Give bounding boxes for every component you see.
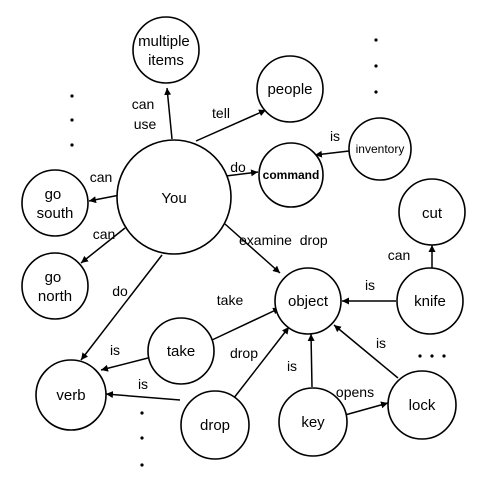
edge-label-do-verb: do: [112, 283, 128, 299]
svg-text:drop: drop: [200, 417, 230, 434]
ellipsis-dots: [70, 38, 446, 467]
edge-you-go-south: [88, 194, 121, 204]
node-verb: verb: [35, 359, 107, 431]
edge-inventory-command: [314, 150, 350, 158]
svg-text:multiple items: multiple items: [138, 33, 194, 69]
node-drop: drop: [180, 390, 250, 460]
node-inventory: inventory: [348, 117, 412, 181]
edge-drop-verb: [105, 391, 181, 401]
edge-label-do-command: do: [230, 159, 246, 175]
node-take: take: [147, 317, 215, 385]
edge-label-examine-drop: examine drop: [239, 232, 328, 248]
edge-label-can-south: can: [90, 169, 113, 185]
edge-you-verb: [80, 254, 163, 361]
edge-you-multiple-items: [164, 87, 173, 140]
edge-take-object: [211, 307, 281, 341]
ellipsis-right: [418, 354, 446, 358]
node-key: key: [278, 387, 348, 457]
edge-labels: can use tell is do can can examine drop …: [90, 96, 411, 400]
svg-text:key: key: [301, 414, 325, 431]
svg-text:command: command: [263, 168, 320, 182]
svg-text:knife: knife: [414, 293, 446, 310]
edge-take-verb: [100, 357, 149, 372]
edge-key-object: [307, 333, 315, 388]
edge-you-go-north: [80, 227, 126, 264]
edge-label-lock-is: is: [376, 335, 386, 351]
edge-label-key-is: is: [287, 358, 297, 374]
svg-text:take: take: [167, 343, 195, 360]
svg-text:lock: lock: [409, 397, 436, 414]
edge-drop-object: [229, 326, 290, 404]
edge-label-can-north: can: [93, 226, 116, 242]
edges: [80, 87, 436, 416]
node-object: object: [274, 267, 342, 335]
node-go-north: go north: [21, 252, 89, 320]
edge-you-people: [195, 109, 267, 142]
svg-text:go south: go south: [37, 186, 74, 222]
ellipsis-top-left: [70, 94, 74, 147]
edge-label-knife-can: can: [388, 247, 411, 263]
edge-label-tell: tell: [212, 105, 230, 121]
svg-text:inventory: inventory: [356, 142, 405, 156]
node-command: command: [258, 142, 324, 208]
edge-label-opens: opens: [336, 384, 374, 400]
edge-you-command: [225, 169, 259, 177]
svg-text:go north: go north: [38, 269, 72, 305]
edge-label-inventory-is: is: [330, 128, 340, 144]
svg-text:people: people: [267, 81, 312, 98]
node-people: people: [256, 55, 324, 123]
edge-label-drop-is: is: [138, 376, 148, 392]
node-go-south: go south: [21, 169, 89, 237]
node-cut: cut: [398, 178, 466, 246]
node-you: You: [116, 139, 232, 255]
edge-label-take-is: is: [110, 342, 120, 358]
edge-key-lock: [344, 401, 389, 416]
svg-text:object: object: [288, 293, 329, 310]
node-knife: knife: [396, 267, 464, 335]
svg-text:cut: cut: [422, 205, 443, 222]
edge-label-drop: drop: [230, 345, 258, 361]
edge-label-take: take: [217, 292, 244, 308]
node-multiple-items: multiple items: [132, 16, 200, 84]
svg-text:verb: verb: [56, 387, 85, 404]
svg-text:You: You: [161, 190, 186, 207]
edge-label-knife-is: is: [365, 277, 375, 293]
edge-label-can-use: can use: [132, 96, 158, 132]
edge-you-object: [224, 223, 281, 274]
ellipsis-top-right: [374, 38, 378, 94]
node-lock: lock: [387, 370, 457, 440]
edge-lock-object: [333, 324, 399, 379]
nodes: You multiple items people inventory comm…: [21, 16, 466, 460]
ellipsis-bottom: [140, 411, 144, 467]
